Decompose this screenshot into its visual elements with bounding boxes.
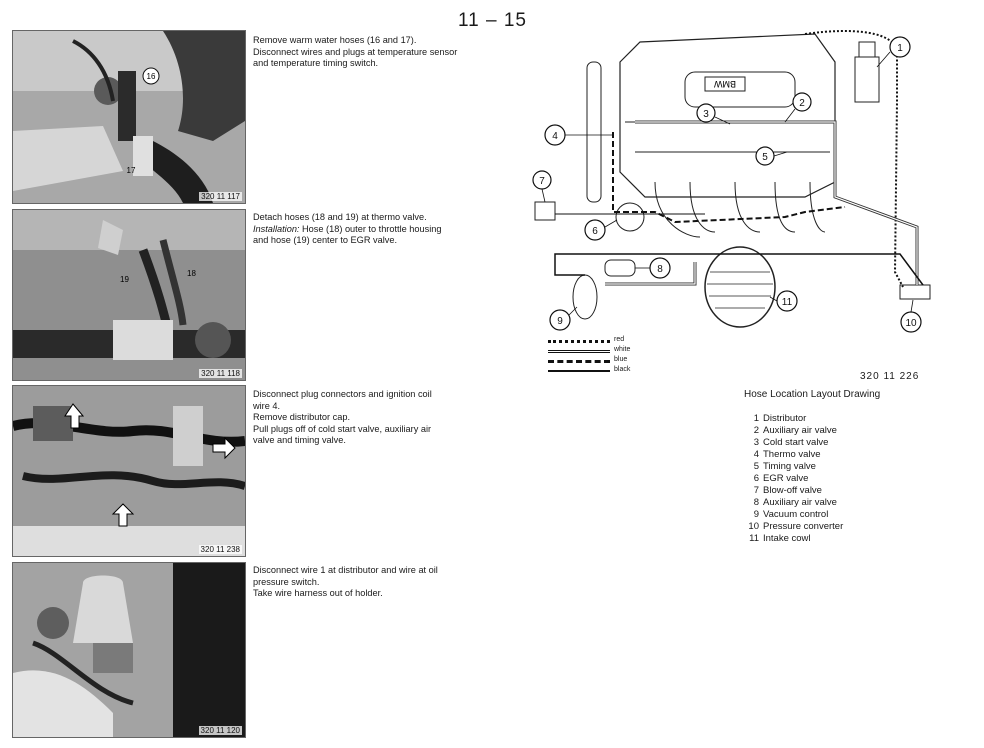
diagram-title: Hose Location Layout Drawing <box>744 389 881 400</box>
callout-19: 19 <box>120 275 129 284</box>
engine-photo-1: 16 17 320 11 117 <box>12 30 246 204</box>
step-2-text: Detach hoses (18 and 19) at thermo valve… <box>253 212 523 247</box>
hose-layout-diagram: BMW <box>525 22 965 382</box>
diagram-callout-10: 10 <box>905 318 917 329</box>
installation-label: Installation: <box>253 223 300 234</box>
callout-16: 16 <box>147 72 156 81</box>
key-label-black: black <box>614 366 631 373</box>
key-row-blue: blue <box>548 356 668 366</box>
diagram-callout-8: 8 <box>657 264 663 275</box>
step-4-line-1: Disconnect wire 1 at distributor and wir… <box>253 565 438 575</box>
key-row-white: white <box>548 346 668 356</box>
step-3-line-2: wire 4. <box>253 400 281 411</box>
diagram-callout-4: 4 <box>552 131 558 142</box>
step-3-line-3: Remove distributor cap. <box>253 412 351 423</box>
diagram-id: 320 11 226 <box>860 371 920 382</box>
step-3-line-1: Disconnect plug connectors and ignition … <box>253 389 432 399</box>
engine-photo-2: 19 18 320 11 118 <box>12 209 246 381</box>
hose-color-key: red white blue black <box>548 336 668 380</box>
diagram-callout-3: 3 <box>703 109 709 120</box>
step-2-installation: Installation: Hose (18) outer to throttl… <box>253 224 523 236</box>
step-1-text: Remove warm water hoses (16 and 17). Dis… <box>253 35 523 70</box>
photo-id-1: 320 11 117 <box>199 192 242 201</box>
key-label-red: red <box>614 336 625 343</box>
step-1-line-3: and temperature timing switch. <box>253 58 379 69</box>
callout-18: 18 <box>187 269 196 278</box>
step-1-line-1: Remove warm water hoses (16 and 17). <box>253 35 417 45</box>
callout-17: 17 <box>127 166 136 175</box>
photo-id-3: 320 11 238 <box>198 545 242 554</box>
diagram-callout-9: 9 <box>557 316 563 327</box>
step-2-line-1: Detach hoses (18 and 19) at thermo valve… <box>253 212 427 222</box>
diagram-callout-6: 6 <box>592 226 598 237</box>
engine-photo-3: 320 11 238 <box>12 385 246 557</box>
key-label-blue: blue <box>614 356 628 363</box>
diagram-callout-2: 2 <box>799 98 805 109</box>
photo-id-4: 320 11 120 <box>198 726 242 735</box>
step-4-line-3: Take wire harness out of holder. <box>253 588 383 599</box>
step-3-text: Disconnect plug connectors and ignition … <box>253 389 523 447</box>
engine-photo-4: 320 11 120 <box>12 562 246 738</box>
step-2-line-3: and hose (19) center to EGR valve. <box>253 235 398 246</box>
photo-id-2: 320 11 118 <box>199 369 242 378</box>
step-4-line-2: pressure switch. <box>253 576 320 587</box>
diagram-callout-1: 1 <box>897 43 903 54</box>
step-4-text: Disconnect wire 1 at distributor and wir… <box>253 565 523 600</box>
step-1-line-2: Disconnect wires and plugs at temperatur… <box>253 46 458 57</box>
step-3-line-5: valve and timing valve. <box>253 435 346 446</box>
key-label-white: white <box>614 346 631 353</box>
diagram-callout-7: 7 <box>539 176 545 187</box>
key-row-black: black <box>548 366 668 376</box>
diagram-callout-11: 11 <box>782 297 793 308</box>
page-number: 11 – 15 <box>458 10 527 31</box>
engine-logo: BMW <box>714 79 737 89</box>
installation-line-1: Hose (18) outer to throttle housing <box>302 223 442 234</box>
step-3-line-4: Pull plugs off of cold start valve, auxi… <box>253 423 432 434</box>
key-row-red: red <box>548 336 668 346</box>
diagram-callout-5: 5 <box>762 152 768 163</box>
